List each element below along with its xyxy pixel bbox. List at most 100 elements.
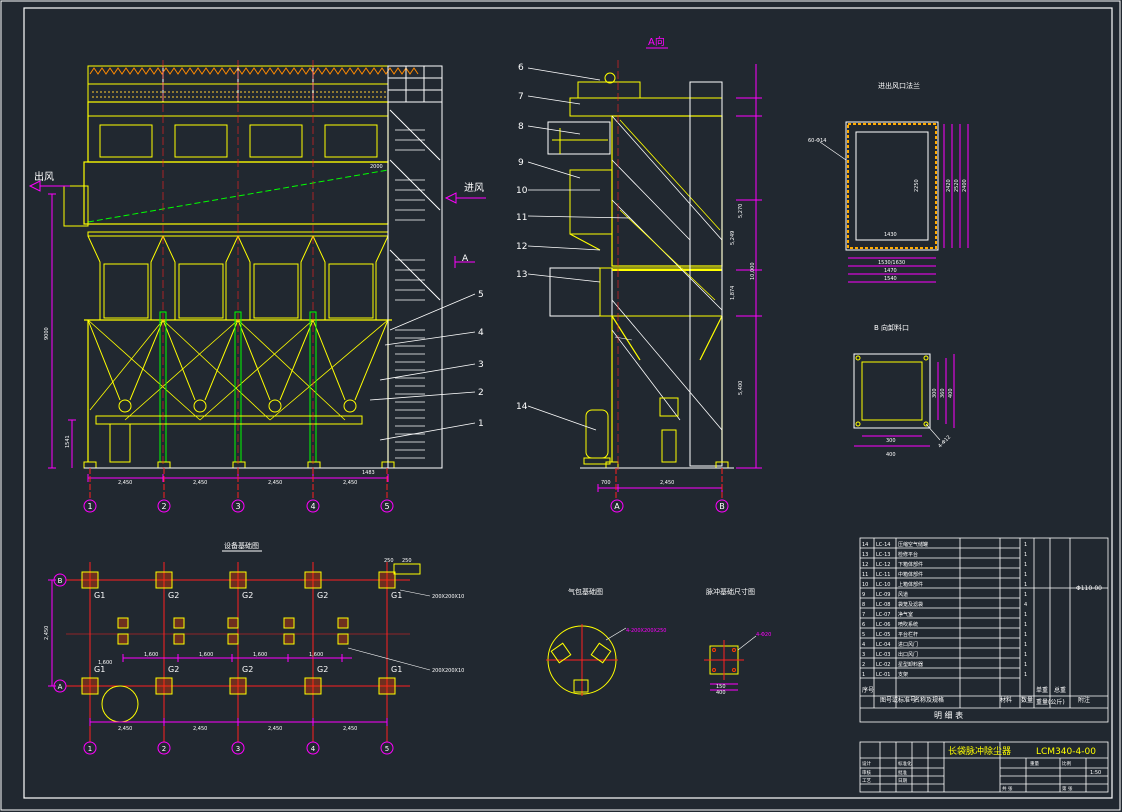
bom-row-code: LC-07 [876,612,890,618]
foundation-col-3: 3 [236,745,240,753]
foundation-spacing-4: 2,450 [343,726,357,732]
foundation-inner-1: 1,600 [98,660,112,666]
side-dim-4: 1,874 [730,286,736,300]
bom-row-name: 检修平台 [898,551,918,558]
inner-frame [23,7,1113,799]
side-bottom-dim-1: 700 [601,480,611,486]
foundation-spacing-1: 2,450 [118,726,132,732]
bom-row-no: 14 [862,542,868,548]
bom-row-no: 12 [862,562,868,568]
title-block [859,741,1109,793]
bom-row-name: 平台栏杆 [898,631,918,638]
axis-label-3: 3 [235,502,240,511]
bay-dim-2: 2,450 [193,480,207,486]
tb-label-date: 日期 [898,778,907,784]
callout-7: 7 [518,92,524,102]
flange-dim-h-1: 1430 [884,232,897,238]
foundation-col-2: 2 [162,745,166,753]
callout-5: 5 [478,290,484,300]
discharge-dim-v-2: 360 [940,388,946,398]
bom-row-code: LC-03 [876,652,890,658]
foundation-row-a: A [58,683,63,691]
tank-foundation-note: 4-200X200X250 [626,628,666,634]
in-wind-label: 进风 [464,182,484,194]
foundation-spacing-dims: 2,450 2,450 2,450 2,450 [118,726,357,732]
discharge-dim-v-1: 300 [932,388,938,398]
side-dim-2: 5,270 [738,204,744,218]
tb-label-sheets: 共 张 [1002,785,1013,792]
tb-label-scale: 比例 [1062,760,1071,767]
title-block-labels: 设计 审核 工艺 标准化 批准 日期 比例 重量 共 张 第 张 [862,760,1073,792]
callout-11: 11 [516,213,527,223]
side-dim-1: 10,000 [750,263,756,281]
bom-header-material: 材料 [1000,696,1012,704]
bom-row-code: LC-05 [876,632,890,638]
bom-row-qty: 1 [1024,562,1027,568]
side-view [527,60,762,513]
bay-dim-3: 2,450 [268,480,282,486]
bom-row-no: 13 [862,552,868,558]
foundation-inner-4: 1,600 [253,652,267,658]
outlet-flange-drawing [819,121,969,283]
pulse-foundation-title: 脉冲基础尺寸图 [706,587,755,596]
bom-header-qty: 数量 [1021,696,1033,704]
bom-row-name: 喷吹系统 [898,621,918,628]
g-label-bot-1: G1 [94,665,105,674]
bom-row-code: LC-13 [876,552,890,558]
bom-row-name: 袋笼及滤袋 [898,601,923,608]
g-label-top-4: G2 [317,591,328,600]
bom-row-no: 5 [862,632,865,638]
discharge-port-drawing [853,353,955,447]
front-axis-bubbles [83,499,394,513]
bom-row-name: 星型卸料器 [898,661,923,668]
tb-label-review: 审核 [862,769,871,776]
bay-dim-4: 2,450 [343,480,357,486]
side-bottom-dim-2: 2,450 [660,480,674,486]
bom-header-no: 序号 [862,686,874,694]
discharge-dim-h-1: 300 [886,438,896,444]
g-label-top-3: G2 [242,591,253,600]
tb-label-sheet: 第 张 [1062,785,1073,792]
callout-9: 9 [518,158,524,168]
bom-row-no: 3 [862,652,865,658]
foundation-spacing-2: 2,450 [193,726,207,732]
side-axis-a: A [614,502,620,511]
bom-row-name: 中箱体部件 [898,571,923,578]
bom-row-qty: 1 [1024,542,1027,548]
foundation-plan [48,562,431,755]
bom-row-qty: 1 [1024,572,1027,578]
g-label-bot-2: G2 [168,665,179,674]
g-label-top-5: G1 [391,591,402,600]
discharge-dim-h-2: 400 [886,452,896,458]
callout-8: 8 [518,122,524,132]
foundation-col-5: 5 [385,745,389,753]
bom-row-qty: 4 [1024,602,1027,608]
bom-row-no: 7 [862,612,865,618]
foundation-inner-3: 1,600 [199,652,213,658]
foundation-col-4: 4 [311,745,316,753]
bom-header-total: 总重 [1054,686,1066,694]
foundation-plate-note-2: 200X200X10 [432,668,464,674]
front-view [28,60,486,500]
g-label-top-1: G1 [94,591,105,600]
discharge-hole-note: 4-Φ12 [937,434,952,449]
bom-row-qty: 1 [1024,612,1027,618]
flange-dim-h-2: 1530/1630 [878,260,905,266]
outlet-flange-hole-note: 60-Φ14 [808,138,826,144]
callout-10: 10 [516,186,528,196]
tb-scale-value: 1:50 [1090,770,1101,776]
foundation-g-labels-bot: G1 G2 G2 G2 G1 [94,665,402,674]
bom-row-qty: 1 [1024,652,1027,658]
bom-row-qty: 1 [1024,582,1027,588]
callout-2: 2 [478,388,484,398]
front-bay-dims: 2,450 2,450 2,450 2,450 [118,480,357,486]
bom-row-name: 净气室 [898,611,913,618]
foundation-col-1: 1 [88,745,92,753]
bom-row-code: LC-02 [876,662,890,668]
side-callouts: 6 7 8 9 10 11 12 13 14 [516,63,528,412]
foundation-row-labels: B A [58,577,63,691]
bom-row-code: LC-12 [876,562,890,568]
callout-3: 3 [478,360,484,370]
